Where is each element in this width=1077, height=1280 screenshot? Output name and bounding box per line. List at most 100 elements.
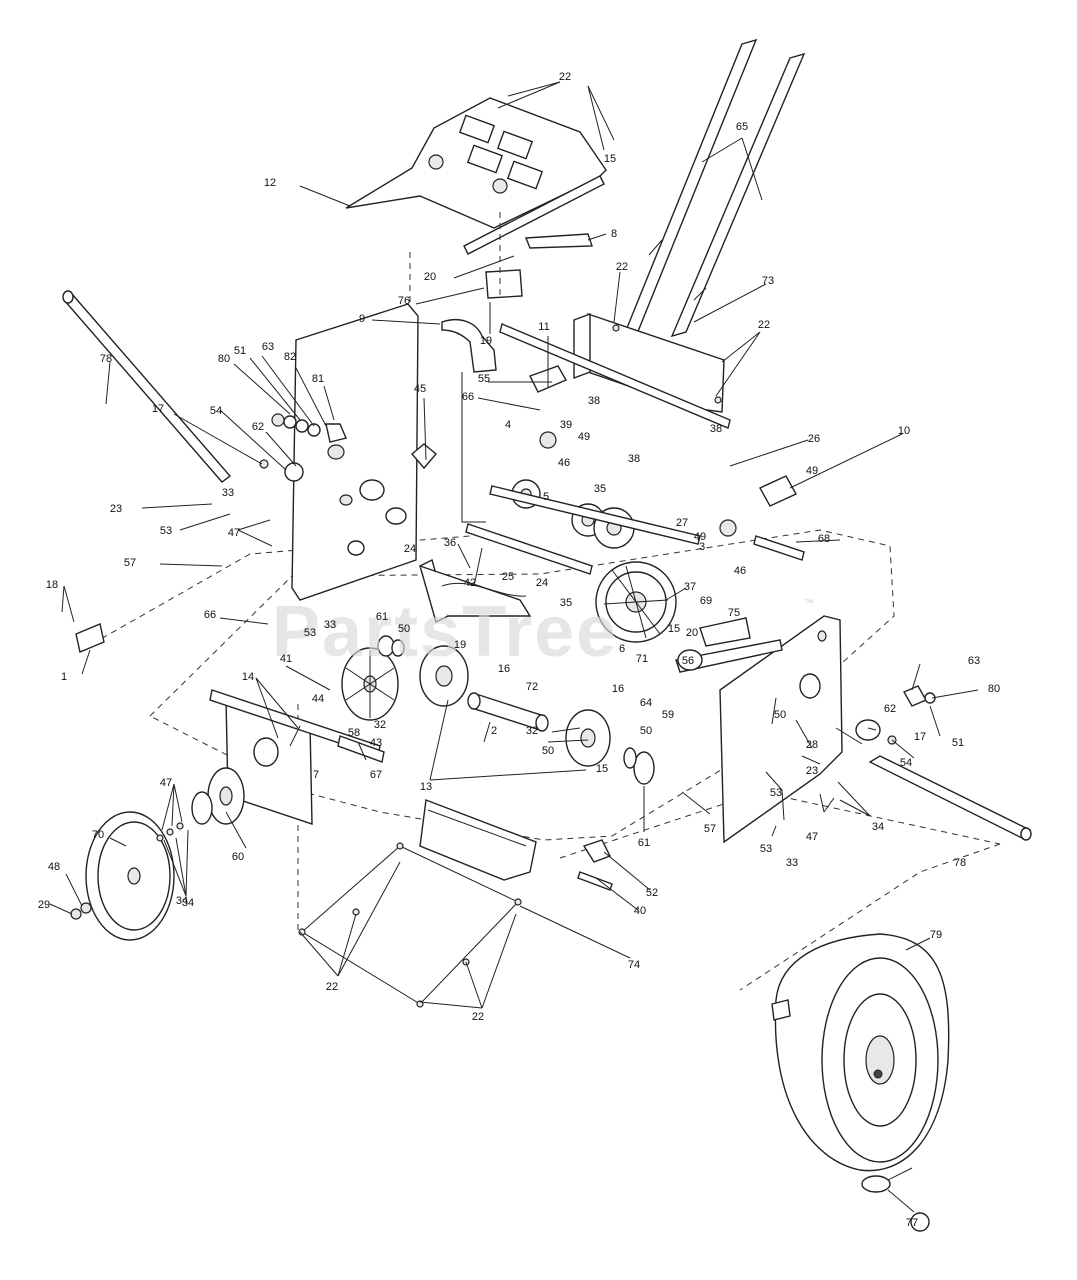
callout-label-63: 63 [262,341,274,353]
callout-label-15: 15 [596,763,608,775]
skid-plate [298,842,522,1008]
callout-label-13: 13 [420,781,432,793]
center-sprocket [489,479,701,549]
tire-wheel [771,933,950,1172]
callout-label-33: 33 [222,487,234,499]
callout-label-67: 67 [370,769,382,781]
callout-label-26: 26 [808,433,820,445]
callout-label-2: 2 [491,725,497,737]
callout-label-75: 75 [728,607,740,619]
right-side-plate [719,615,843,844]
callout-label-17: 17 [152,403,164,415]
callout-label-46: 46 [558,457,570,469]
callout-label-20: 20 [424,271,436,283]
callout-label-34: 34 [182,897,194,909]
callout-label-53: 53 [770,787,782,799]
callout-label-47: 47 [806,831,818,843]
callout-label-61: 61 [376,611,388,623]
callout-label-37: 37 [684,581,696,593]
callout-label-11: 11 [538,321,549,333]
callout-label-49: 49 [694,531,706,543]
callout-label-56: 56 [682,655,694,667]
callout-label-79: 79 [930,929,942,941]
callout-label-28: 28 [806,739,818,751]
callout-label-6: 6 [619,643,625,655]
callout-label-73: 73 [762,275,774,287]
callout-label-54: 54 [210,405,222,417]
callout-label-63: 63 [968,655,980,667]
callout-label-15: 15 [668,623,680,635]
pulley-wheel [85,811,175,941]
callout-label-43: 43 [370,737,382,749]
callout-label-47: 47 [160,777,172,789]
callout-label-52: 52 [646,887,658,899]
callout-label-50: 50 [398,623,410,635]
callout-label-44: 44 [312,693,324,705]
callout-label-62: 62 [252,421,264,433]
callout-label-80: 80 [218,353,230,365]
fan-wheel [341,647,399,721]
idler-arm [675,617,783,673]
callout-label-45: 45 [414,383,426,395]
callout-label-14: 14 [242,671,254,683]
upper-frame-bracket [441,318,497,523]
callout-label-58: 58 [348,727,360,739]
callout-label-47: 47 [228,527,240,539]
callout-label-74: 74 [628,959,640,971]
callout-label-33: 33 [786,857,798,869]
drive-pulley [595,561,677,643]
callout-label-16: 16 [612,683,624,695]
callout-label-53: 53 [304,627,316,639]
chain-sprocket-right [565,709,611,767]
lower-bearings [377,635,655,891]
callout-label-10: 10 [898,425,910,437]
callout-label-4: 4 [505,419,511,431]
handle-assembly [612,38,806,362]
callout-label-35: 35 [560,597,572,609]
callout-label-54: 54 [900,757,912,769]
callout-label-78: 78 [100,353,112,365]
callout-label-50: 50 [774,709,786,721]
callout-label-69: 69 [700,595,712,607]
watermark-text: PartsTree [272,592,618,672]
center-bracket [419,558,532,624]
watermark-trademark: ™ [804,598,814,609]
callout-label-40: 40 [634,905,646,917]
callout-label-51: 51 [234,345,246,357]
callout-label-17: 17 [914,731,926,743]
callout-label-29: 29 [38,899,50,911]
callout-label-22: 22 [758,319,770,331]
callout-label-34: 34 [872,821,884,833]
callout-label-16: 16 [498,663,510,675]
callout-label-24: 24 [404,543,416,555]
callout-label-53: 53 [160,525,172,537]
callout-label-34: 34 [176,895,188,907]
callout-label-50: 50 [640,725,652,737]
callout-label-27: 27 [676,517,688,529]
callout-label-18: 18 [46,579,58,591]
callout-label-22: 22 [472,1011,484,1023]
callout-label-51: 51 [952,737,964,749]
callout-label-61: 61 [638,837,650,849]
callout-label-22: 22 [616,261,628,273]
callout-label-36: 36 [444,537,456,549]
callout-label-1: 1 [61,671,67,683]
callout-label-23: 23 [110,503,122,515]
callout-label-3: 3 [699,541,705,553]
callout-label-65: 65 [736,121,748,133]
callout-label-59: 59 [662,709,674,721]
callout-label-57: 57 [704,823,716,835]
callout-label-66: 66 [204,609,216,621]
callout-label-60: 60 [232,851,244,863]
belt-cover [419,799,537,881]
callout-label-66: 66 [462,391,474,403]
callout-label-81: 81 [312,373,324,385]
callout-label-50: 50 [542,745,554,757]
callout-label-15: 15 [604,153,616,165]
callout-label-64: 64 [640,697,652,709]
callout-label-22: 22 [326,981,338,993]
callout-label-38: 38 [710,423,722,435]
callout-label-71: 71 [636,653,648,665]
